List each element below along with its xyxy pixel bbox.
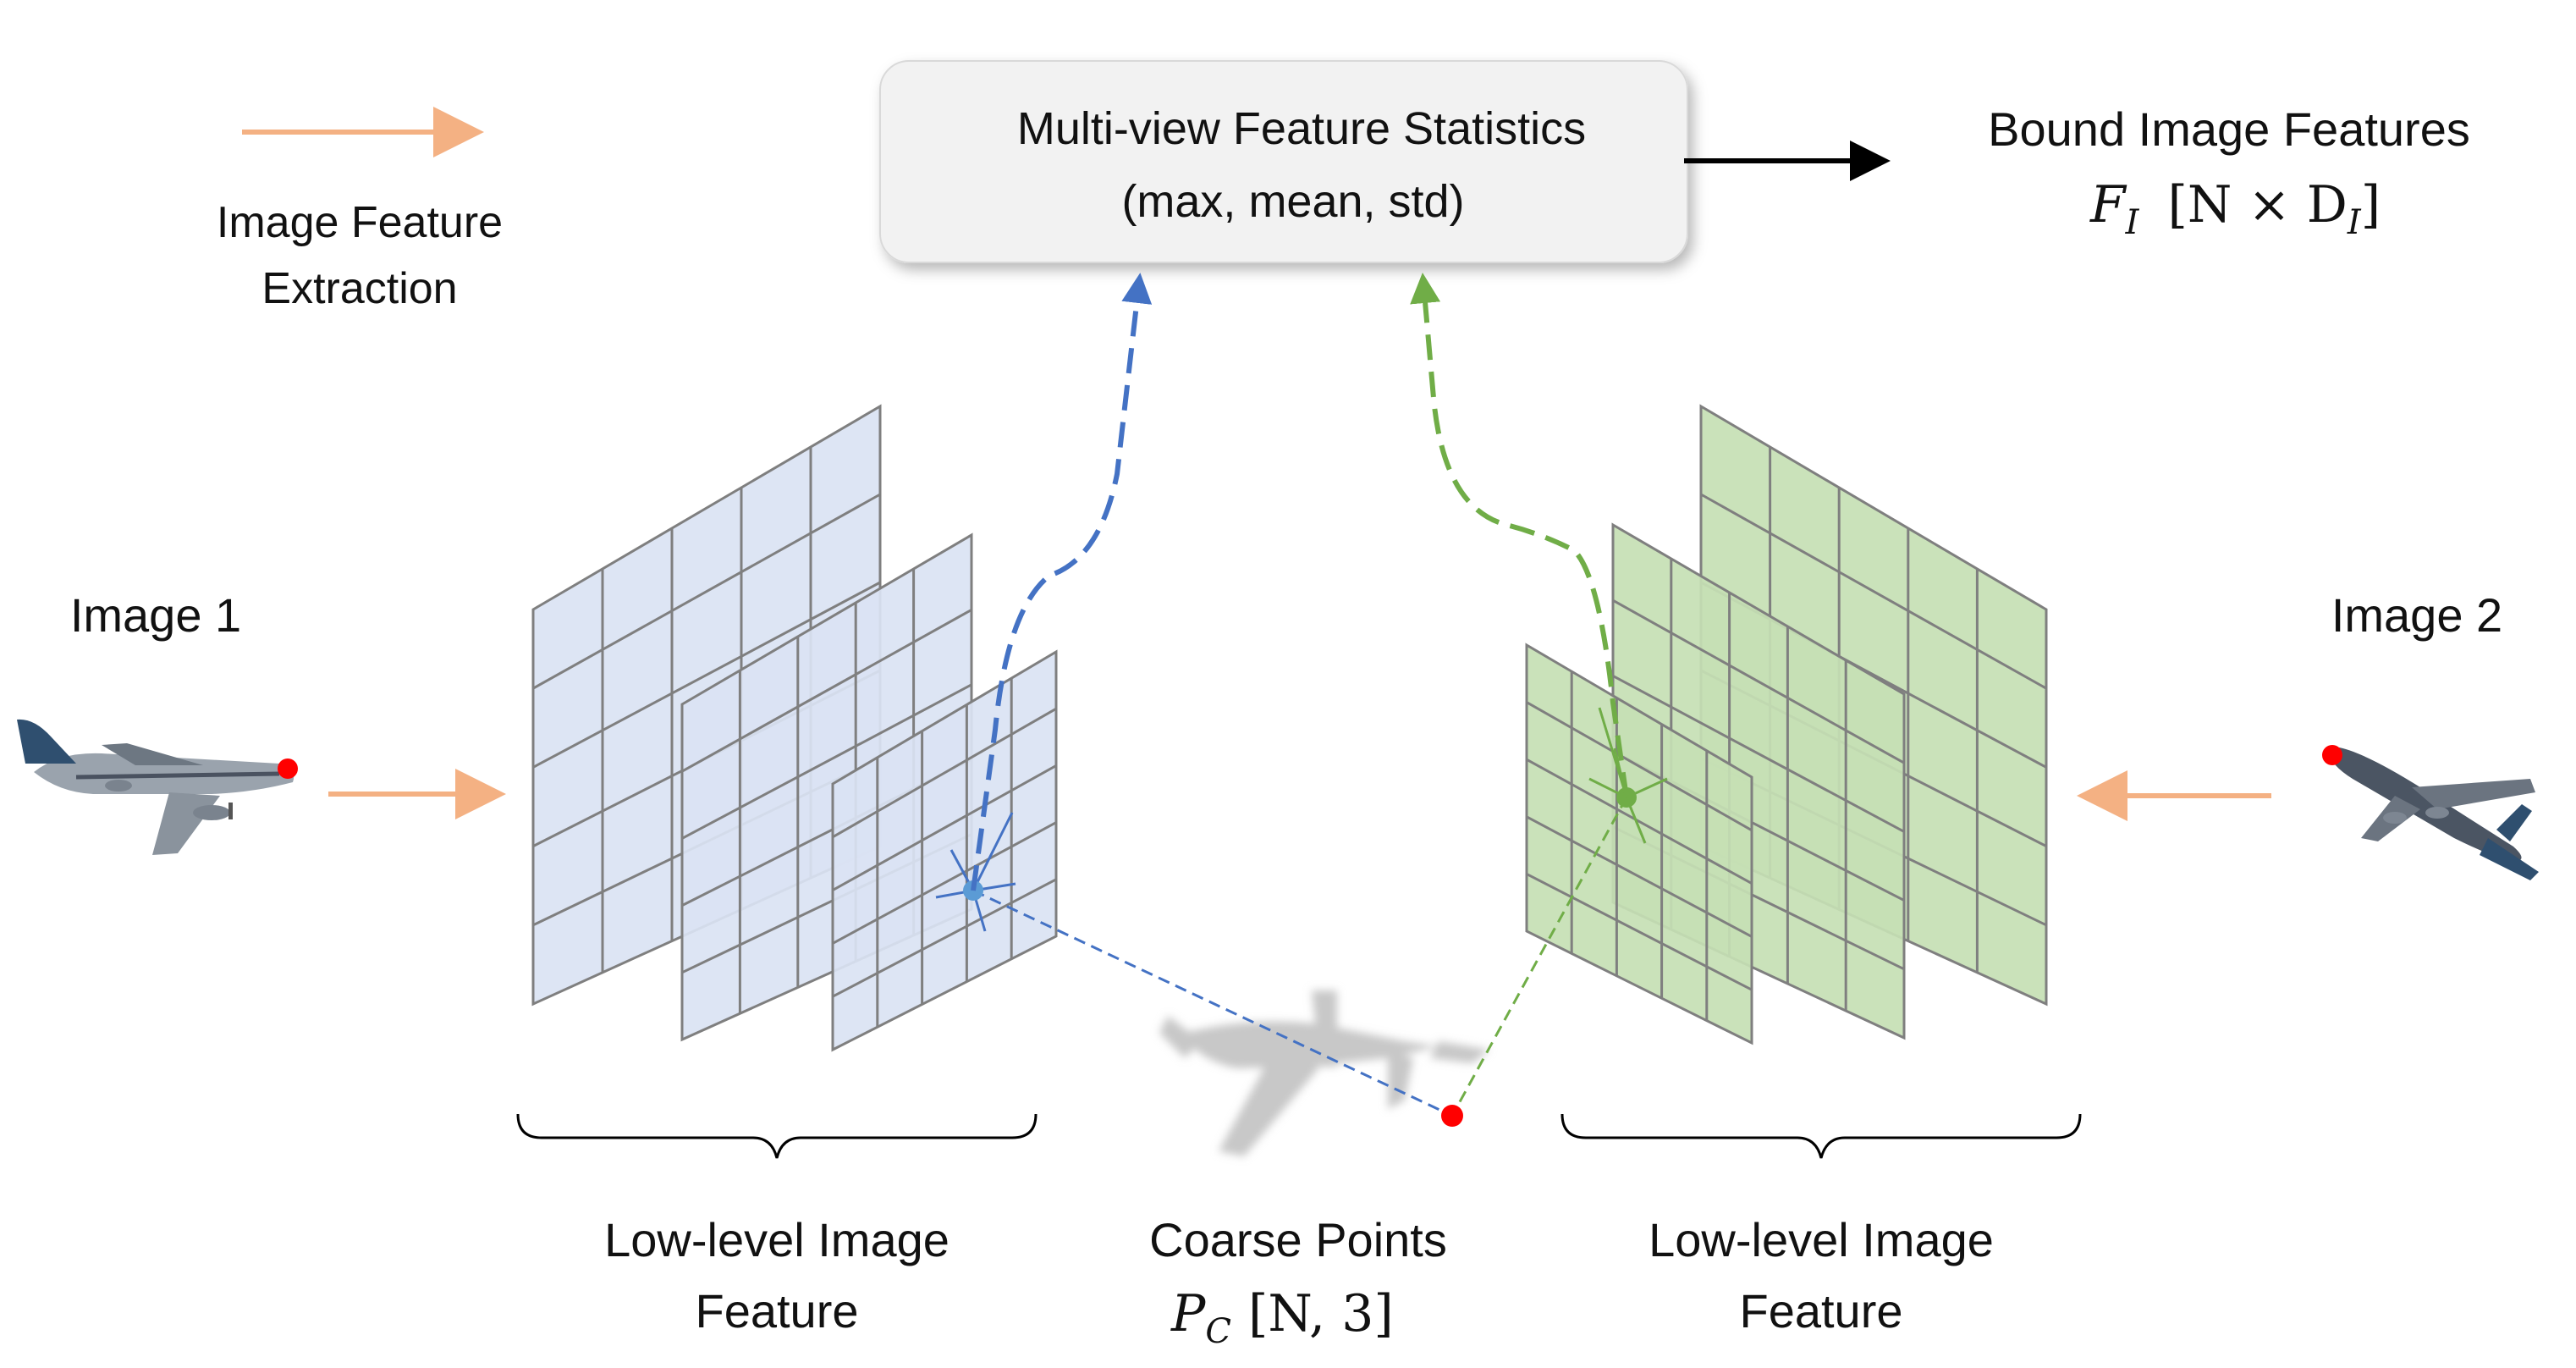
output-title: Bound Image Features — [1988, 102, 2470, 156]
blue-projection-line — [972, 889, 1453, 1117]
right-brace — [1560, 1113, 2082, 1159]
coarse-label: Coarse Points — [1149, 1213, 1447, 1266]
stats-box-background — [879, 60, 1688, 263]
blue-aggregation-arrow — [971, 273, 1153, 891]
coarse-red-point — [1441, 1105, 1463, 1127]
legend-label-line2: Extraction — [261, 264, 457, 313]
output-dims-suffix: ] — [2361, 175, 2381, 234]
coarse-formula: PC [N, 3] — [1170, 1284, 1394, 1351]
stats-box: Multi-view Feature Statistics (max, mean… — [879, 60, 1688, 263]
coarse-point-cloud — [1159, 990, 1489, 1156]
output-subscript: I — [2125, 203, 2140, 242]
left-brace — [516, 1113, 1038, 1159]
image2-red-point — [2322, 745, 2342, 765]
green-projection-line — [1450, 797, 1628, 1117]
image1-red-point — [278, 758, 298, 779]
image2-label: Image 2 — [2331, 588, 2502, 642]
left-group-label-line1: Low-level Image — [604, 1213, 949, 1266]
coarse-dims: [N, 3] — [1248, 1284, 1394, 1343]
stats-box-line2: (max, mean, std) — [1121, 176, 1464, 227]
output-symbol: F — [2089, 175, 2127, 234]
airplane-icon-left — [17, 719, 294, 855]
left-group-label-line2: Feature — [696, 1284, 859, 1338]
image1-label: Image 1 — [70, 588, 241, 642]
airplane-icon-right — [2328, 746, 2539, 880]
legend-label-line1: Image Feature — [217, 198, 503, 247]
output-formula: FI[N × DI] — [2089, 175, 2381, 242]
coarse-subscript: C — [1205, 1312, 1231, 1351]
coarse-symbol: P — [1170, 1284, 1207, 1343]
output-dims-sub: I — [2347, 203, 2362, 242]
output-label: Bound Image Features FI[N × DI] — [1988, 102, 2470, 242]
legend: Image Feature Extraction — [217, 107, 503, 313]
right-feature-planes — [1525, 404, 2048, 1045]
left-feature-planes — [531, 404, 1058, 1052]
stats-box-line1: Multi-view Feature Statistics — [1017, 103, 1586, 154]
output-dims-prefix: [N × D — [2167, 175, 2347, 234]
right-group-label-line1: Low-level Image — [1649, 1213, 1994, 1266]
right-group-label-line2: Feature — [1740, 1284, 1903, 1338]
left-plane-front — [831, 649, 1058, 1052]
